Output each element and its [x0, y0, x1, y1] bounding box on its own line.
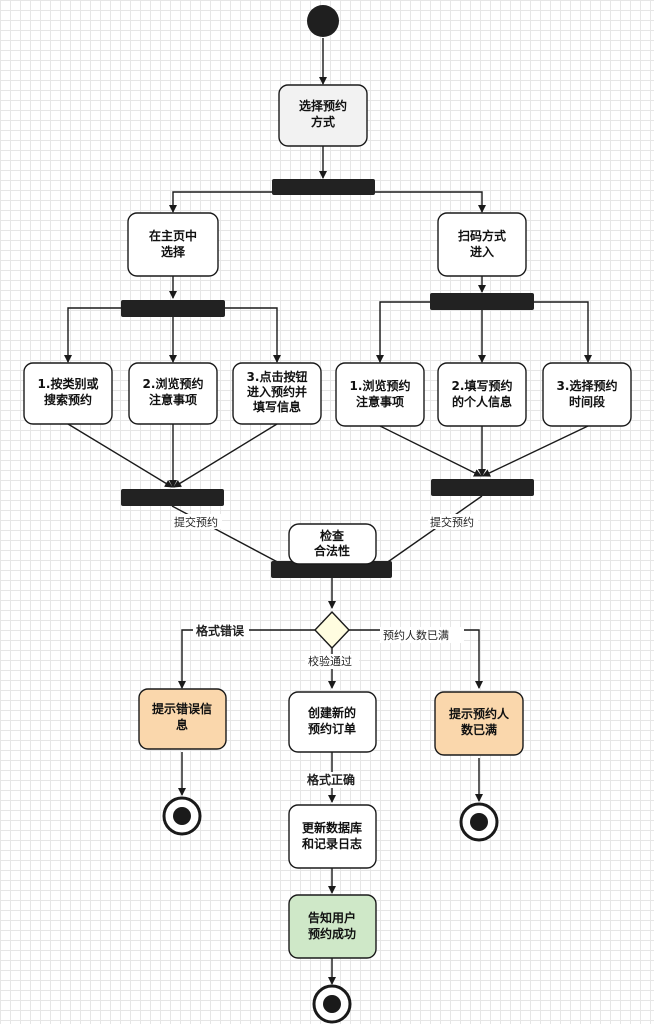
node-left-step-1: 1.按类别或搜索预约 — [23, 362, 113, 425]
node-error-info: 提示错误信息 — [138, 688, 227, 750]
node-label-line: 创建新的 — [307, 705, 356, 720]
svg-text:选择预约方式: 选择预约方式 — [299, 98, 347, 129]
svg-text:在主页中选择: 在主页中选择 — [149, 228, 197, 259]
svg-text:3.选择预约时间段: 3.选择预约时间段 — [557, 378, 618, 409]
node-scan-enter: 扫码方式进入 — [437, 212, 527, 277]
edge-r3-to-joinr — [482, 425, 589, 477]
edge-l1-to-joinl — [67, 423, 173, 488]
edge-fork-to-scan — [375, 191, 486, 213]
edge-label-submit-right: 提交预约 — [430, 515, 474, 529]
svg-text:创建新的预约订单: 创建新的预约订单 — [307, 705, 356, 736]
node-label-line: 选择 — [161, 244, 186, 259]
edge-forkr-to-r3 — [534, 301, 592, 363]
node-home-select: 在主页中选择 — [127, 212, 219, 277]
node-right-step-3: 3.选择预约时间段 — [542, 362, 632, 427]
node-left-step-2: 2.浏览预约注意事项 — [128, 362, 218, 425]
node-label-line: 的个人信息 — [452, 394, 512, 409]
edge-label-verified: 校验通过 — [308, 654, 352, 668]
node-label-line: 2.填写预约 — [452, 378, 513, 393]
end-node-success — [312, 984, 352, 1024]
node-label-line: 提示错误信 — [152, 701, 212, 716]
node-label-line: 进入 — [470, 244, 494, 259]
decision-diamond — [314, 610, 350, 650]
svg-text:3.点击按钮进入预约并填写信息: 3.点击按钮进入预约并填写信息 — [247, 369, 308, 414]
label-bg — [193, 622, 249, 638]
svg-text:告知用户预约成功: 告知用户预约成功 — [308, 910, 356, 941]
edge-label-full: 预约人数已满 — [383, 629, 449, 642]
node-label-line: 提示预约人 — [449, 706, 510, 721]
edge-joinr-to-check — [381, 495, 483, 567]
sync-bars — [121, 179, 534, 578]
node-label-line: 1.按类别或 — [38, 376, 99, 391]
node-label-line: 数已满 — [461, 722, 497, 737]
fork-bar-right — [430, 293, 534, 310]
start-node — [307, 5, 339, 37]
node-label-line: 更新数据库 — [302, 820, 362, 835]
node-label-line: 和记录日志 — [301, 836, 362, 851]
edge-forkl-to-l3 — [225, 307, 281, 363]
svg-text:提示预约人数已满: 提示预约人数已满 — [449, 706, 510, 737]
end-node-error — [162, 796, 202, 836]
node-label-line: 扫码方式 — [458, 228, 506, 243]
node-left-step-3: 3.点击按钮进入预约并填写信息 — [232, 362, 322, 425]
join-bar-right — [431, 479, 534, 496]
label-bg — [428, 514, 478, 529]
node-label-line: 时间段 — [569, 394, 606, 409]
node-label-line: 3.点击按钮 — [247, 369, 308, 384]
edge-label-submit-left: 提交预约 — [174, 515, 218, 529]
node-full-info: 提示预约人数已满 — [434, 691, 524, 756]
svg-text:更新数据库和记录日志: 更新数据库和记录日志 — [301, 820, 362, 851]
svg-text:扫码方式进入: 扫码方式进入 — [458, 228, 506, 259]
node-label-line: 选择预约 — [299, 98, 347, 113]
edge-fork-to-home — [169, 191, 273, 213]
svg-text:1.按类别或搜索预约: 1.按类别或搜索预约 — [38, 376, 99, 407]
node-label-line: 3.选择预约 — [557, 378, 618, 393]
svg-text:检查合法性: 检查合法性 — [314, 528, 350, 558]
node-label-line: 告知用户 — [308, 910, 356, 925]
node-select-method: 选择预约方式 — [278, 84, 368, 147]
join-bar-left — [121, 489, 224, 506]
svg-text:2.填写预约的个人信息: 2.填写预约的个人信息 — [452, 378, 513, 409]
node-label-line: 搜索预约 — [44, 392, 92, 407]
node-right-step-2: 2.填写预约的个人信息 — [437, 362, 527, 427]
node-label-line: 合法性 — [314, 543, 350, 558]
svg-text:1.浏览预约注意事项: 1.浏览预约注意事项 — [350, 378, 411, 409]
node-label-line: 2.浏览预约 — [143, 376, 204, 391]
label-bg — [305, 772, 360, 788]
svg-text:2.浏览预约注意事项: 2.浏览预约注意事项 — [143, 376, 204, 407]
node-label-line: 1.浏览预约 — [350, 378, 411, 393]
edge-forkl-to-l1 — [64, 307, 121, 363]
node-label-line: 注意事项 — [356, 394, 404, 409]
node-label-line: 预约订单 — [308, 721, 356, 736]
node-right-step-1: 1.浏览预约注意事项 — [335, 362, 425, 427]
join-bar-check — [271, 561, 392, 578]
edge-l3-to-joinl — [173, 423, 278, 488]
node-label-line: 进入预约并 — [247, 384, 307, 399]
edge-decision-to-error — [178, 629, 316, 689]
node-label-line: 填写信息 — [253, 399, 301, 414]
node-label-line: 方式 — [311, 114, 335, 129]
end-node-full — [459, 802, 499, 842]
svg-text:提示错误信息: 提示错误信息 — [152, 701, 212, 732]
node-label-line: 在主页中 — [149, 228, 197, 243]
node-label-line: 息 — [176, 717, 188, 732]
label-bg — [380, 627, 464, 643]
node-label-line: 检查 — [320, 528, 345, 543]
node-update-db: 更新数据库和记录日志 — [288, 804, 377, 869]
edge-r1-to-joinr — [379, 425, 482, 477]
edge-label-format-ok: 格式正确 — [307, 772, 355, 787]
node-notify-success: 告知用户预约成功 — [288, 894, 377, 959]
node-create-order: 创建新的预约订单 — [288, 691, 377, 753]
node-check-validity: 检查合法性 — [288, 523, 377, 565]
label-bg — [305, 654, 359, 669]
edge-forkr-to-r1 — [376, 301, 430, 363]
edge-label-format-error: 格式错误 — [196, 623, 245, 638]
fork-bar-top — [272, 179, 375, 195]
label-bg — [172, 514, 222, 529]
node-label-line: 预约成功 — [308, 926, 356, 941]
edges — [64, 38, 592, 985]
fork-bar-left — [121, 300, 225, 317]
node-label-line: 注意事项 — [149, 392, 197, 407]
